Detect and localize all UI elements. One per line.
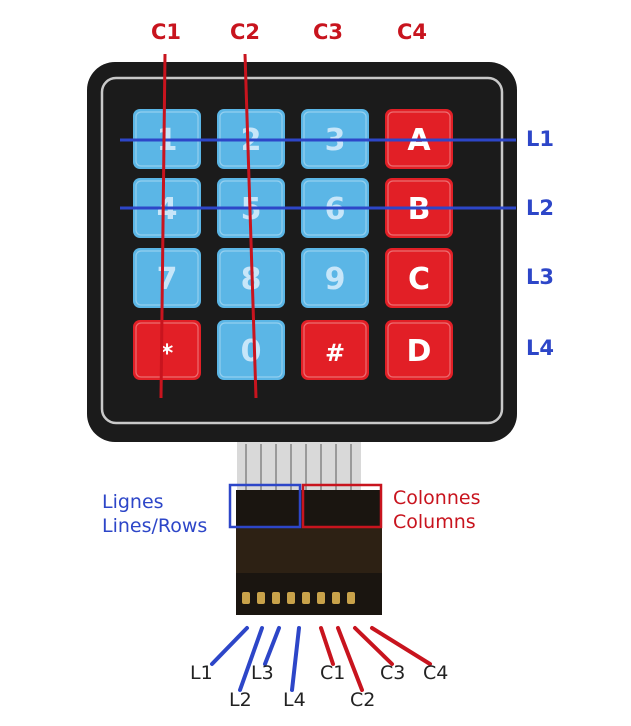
- key-label: #: [325, 339, 345, 367]
- key-face: [217, 320, 285, 380]
- pin-label-c3: C3: [380, 662, 406, 684]
- column-line-c1: [159, 53, 167, 399]
- key-label: C: [408, 262, 430, 297]
- key-bevel: [387, 322, 451, 378]
- pin-label-l3: L3: [251, 662, 274, 684]
- pin-label-c2: C2: [350, 689, 376, 711]
- pin-label-l4: L4: [283, 689, 306, 711]
- connector-band: [236, 528, 382, 573]
- key-face: [385, 320, 453, 380]
- scan-lines: [120, 53, 516, 399]
- column-label-c2: C2: [230, 20, 261, 44]
- key-hash: #: [301, 320, 369, 380]
- keypad-border: [100, 76, 504, 425]
- lines-box: [228, 483, 302, 529]
- key-face: [385, 248, 453, 308]
- key-label: 7: [157, 262, 178, 297]
- key-d: D: [385, 320, 453, 380]
- wire-c1: [319, 626, 335, 666]
- key-face: [133, 248, 201, 308]
- connector-pins: [242, 592, 355, 604]
- row-label-l2: L2: [526, 196, 554, 220]
- key-bevel: [219, 322, 283, 378]
- pin-hole: [317, 592, 325, 604]
- pin-hole: [257, 592, 265, 604]
- column-line-c2: [243, 53, 258, 399]
- lines-legend: Lignes Lines/Rows: [102, 490, 207, 538]
- wire-l4: [290, 626, 301, 692]
- pin-hole: [272, 592, 280, 604]
- row-label-l3: L3: [526, 265, 554, 289]
- pin-hole: [302, 592, 310, 604]
- wire-c3: [353, 626, 394, 666]
- pin-hole: [332, 592, 340, 604]
- key-bevel: [387, 250, 451, 306]
- pin-hole: [287, 592, 295, 604]
- ribbon-cable: [237, 442, 361, 490]
- ribbon-traces: [245, 444, 352, 490]
- key-c: C: [385, 248, 453, 308]
- lines-legend-subtitle: Lines/Rows: [102, 515, 208, 537]
- row-label-l4: L4: [526, 336, 554, 360]
- columns-box: [301, 483, 383, 529]
- column-label-c4: C4: [397, 20, 428, 44]
- column-label-c3: C3: [313, 20, 344, 44]
- columns-legend: Colonnes Columns: [393, 486, 480, 534]
- columns-legend-subtitle: Columns: [393, 511, 476, 533]
- pin-label-c4: C4: [423, 662, 449, 684]
- key-bevel: [135, 250, 199, 306]
- key-9: 9: [301, 248, 369, 308]
- row-label-l1: L1: [526, 127, 554, 151]
- key-face: [133, 320, 201, 380]
- pin-label-l1: L1: [190, 662, 213, 684]
- key-label: 9: [325, 262, 346, 297]
- pin-wires: [210, 626, 432, 692]
- key-label: 0: [241, 334, 262, 369]
- pin-hole: [242, 592, 250, 604]
- key-face: [301, 248, 369, 308]
- key-label: *: [161, 339, 174, 367]
- key-label: D: [407, 334, 432, 369]
- column-label-c1: C1: [151, 20, 182, 44]
- key-7: 7: [133, 248, 201, 308]
- wire-l2: [238, 626, 264, 692]
- key-0: 0: [217, 320, 285, 380]
- wire-c4: [370, 626, 432, 666]
- lines-legend-title: Lignes: [102, 491, 164, 513]
- key-face: [301, 320, 369, 380]
- wire-l3: [263, 626, 281, 666]
- pin-label-l2: L2: [229, 689, 252, 711]
- wire-c2: [336, 626, 364, 692]
- pin-hole: [347, 592, 355, 604]
- key-star: *: [133, 320, 201, 380]
- key-bevel: [135, 322, 199, 378]
- key-bevel: [303, 250, 367, 306]
- columns-legend-title: Colonnes: [393, 487, 481, 509]
- wire-l1: [210, 626, 249, 666]
- key-bevel: [303, 322, 367, 378]
- pin-label-c1: C1: [320, 662, 346, 684]
